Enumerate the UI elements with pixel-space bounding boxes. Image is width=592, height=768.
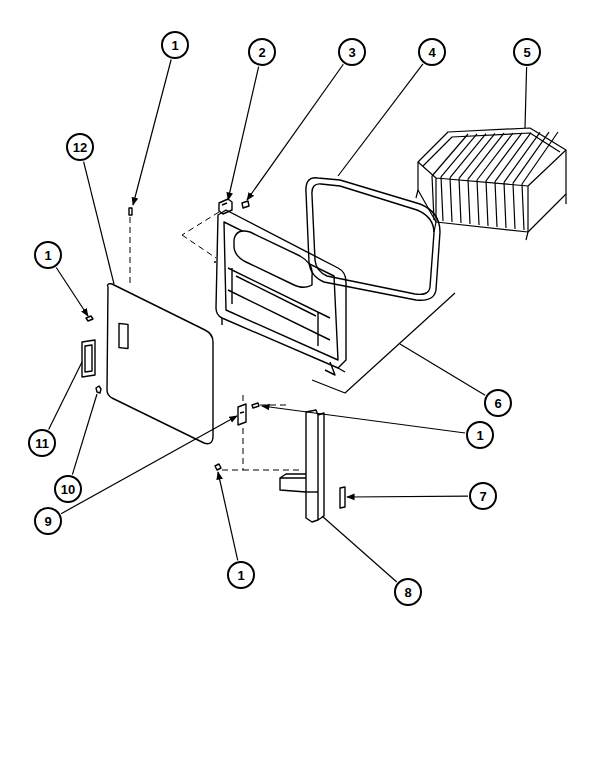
door-panel xyxy=(107,284,213,444)
callout-circle: 1 xyxy=(227,561,255,589)
callout-number: 1 xyxy=(476,429,483,442)
callout-number: 10 xyxy=(61,483,75,496)
callout-circle: 1 xyxy=(34,241,62,269)
assembly-bracket xyxy=(312,293,455,393)
callout-circle: 4 xyxy=(418,38,446,66)
leader-line xyxy=(400,344,485,395)
callout-circle: 6 xyxy=(484,389,512,417)
handle-slot xyxy=(119,324,128,349)
callout-circle: 10 xyxy=(54,475,82,503)
door-hinge xyxy=(238,404,246,425)
screw xyxy=(215,464,221,470)
inner-door-frame xyxy=(214,210,346,375)
hinge-pin xyxy=(340,487,345,508)
callout-circle: 1 xyxy=(466,421,494,449)
callout-number: 4 xyxy=(428,46,435,59)
leader-line xyxy=(262,406,465,433)
callout-number: 8 xyxy=(404,586,411,599)
leader-line xyxy=(338,64,423,176)
callout-circle: 11 xyxy=(28,429,56,457)
screw xyxy=(96,386,101,393)
hinge-bracket xyxy=(280,410,324,522)
callout-number: 7 xyxy=(479,490,486,503)
screw xyxy=(129,208,132,215)
screw xyxy=(252,403,259,408)
door-gasket xyxy=(306,178,440,301)
leader-line xyxy=(72,394,97,475)
callout-circle: 8 xyxy=(394,578,422,606)
leader-line xyxy=(61,416,237,514)
screw xyxy=(86,316,93,321)
callout-circle: 3 xyxy=(338,38,366,66)
callout-number: 6 xyxy=(494,397,501,410)
leader-line xyxy=(525,67,527,128)
leader-line xyxy=(84,162,114,284)
callout-number: 5 xyxy=(523,46,530,59)
drying-basket xyxy=(416,128,566,240)
leader-line xyxy=(56,268,88,316)
leader-line xyxy=(247,64,343,200)
leader-line xyxy=(49,362,82,430)
clip xyxy=(242,201,249,208)
callout-number: 2 xyxy=(258,46,265,59)
callout-circle: 7 xyxy=(469,482,497,510)
callout-circle: 5 xyxy=(513,38,541,66)
door-handle xyxy=(82,340,95,377)
leader-line xyxy=(322,516,397,582)
callout-circle: 12 xyxy=(66,133,94,161)
leader-line xyxy=(218,472,238,560)
leader-line xyxy=(133,60,171,205)
callout-number: 11 xyxy=(35,437,49,450)
callout-number: 3 xyxy=(348,46,355,59)
callout-number: 1 xyxy=(237,569,244,582)
callout-number: 1 xyxy=(171,39,178,52)
leader-line xyxy=(347,496,468,498)
leader-line xyxy=(228,67,259,200)
callout-circle: 9 xyxy=(34,507,62,535)
callout-circle: 2 xyxy=(248,38,276,66)
callout-number: 1 xyxy=(44,249,51,262)
callout-number: 9 xyxy=(44,515,51,528)
callout-circle: 1 xyxy=(161,31,189,59)
callout-number: 12 xyxy=(73,141,87,154)
hinge-clip xyxy=(219,199,232,214)
